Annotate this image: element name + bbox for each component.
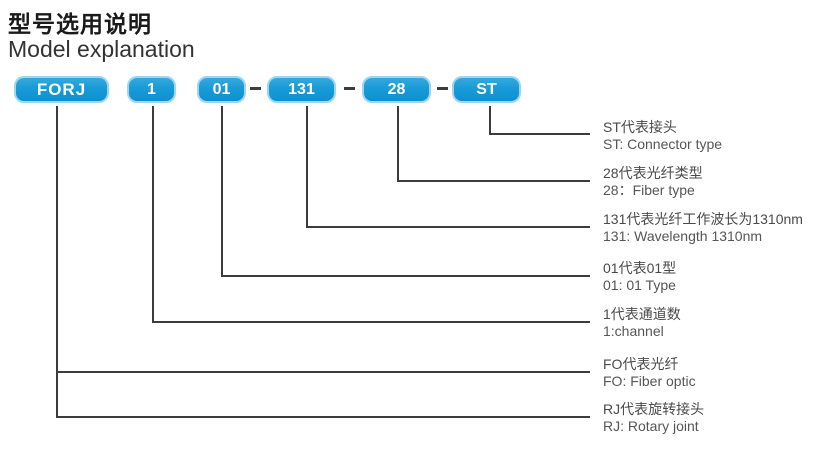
annotation-01-en: 01: 01 Type [603,277,676,293]
model-segment-connector: ST [452,76,521,103]
connector-1-horizontal [152,321,590,323]
connector-01-vertical [221,106,223,277]
annotation-1: 1代表通道数 1:channel [603,306,813,340]
connector-01-horizontal [221,275,590,277]
page-title-zh: 型号选用说明 [8,11,152,37]
connector-st-vertical [489,106,491,135]
model-segment-wavelength: 131 [267,76,336,103]
connector-forj-vertical [56,106,58,418]
model-segment-type: 01 [197,76,246,103]
connector-rj-horizontal [56,416,590,418]
annotation-1-en: 1:channel [603,323,664,339]
connector-131-vertical [306,106,308,228]
annotation-131-zh: 131代表光纤工作波长为1310nm [603,211,803,227]
annotation-1-zh: 1代表通道数 [603,306,681,322]
annotation-fo-zh: FO代表光纤 [603,356,679,372]
annotation-rj-en: RJ: Rotary joint [603,418,699,434]
annotation-rj-zh: RJ代表旋转接头 [603,401,705,417]
connector-28-vertical [397,106,399,182]
annotation-st-zh: ST代表接头 [603,119,677,135]
connector-st-horizontal [489,133,590,135]
annotation-131: 131代表光纤工作波长为1310nm 131: Wavelength 1310n… [603,211,813,245]
connector-28-horizontal [397,180,590,182]
model-segment-forj: FORJ [14,76,109,103]
model-segment-channel: 1 [127,76,176,103]
connector-131-horizontal [306,226,590,228]
model-segment-fiber: 28 [362,76,431,103]
annotation-fo-en: FO: Fiber optic [603,373,696,389]
connector-fo-horizontal [56,371,590,373]
annotation-131-en: 131: Wavelength 1310nm [603,228,763,244]
annotation-rj: RJ代表旋转接头 RJ: Rotary joint [603,401,813,435]
separator-dash [437,87,448,90]
page-title-en: Model explanation [8,36,195,62]
annotation-fo: FO代表光纤 FO: Fiber optic [603,356,813,390]
annotation-01: 01代表01型 01: 01 Type [603,260,813,294]
separator-dash [250,87,261,90]
connector-1-vertical [152,106,154,323]
annotation-28-zh: 28代表光纤类型 [603,165,703,181]
annotation-28-en: 28：Fiber type [603,182,695,198]
annotation-st-en: ST: Connector type [603,136,723,152]
annotation-28: 28代表光纤类型 28：Fiber type [603,165,813,199]
separator-dash [344,87,355,90]
annotation-01-zh: 01代表01型 [603,260,677,276]
annotation-st: ST代表接头 ST: Connector type [603,119,813,153]
